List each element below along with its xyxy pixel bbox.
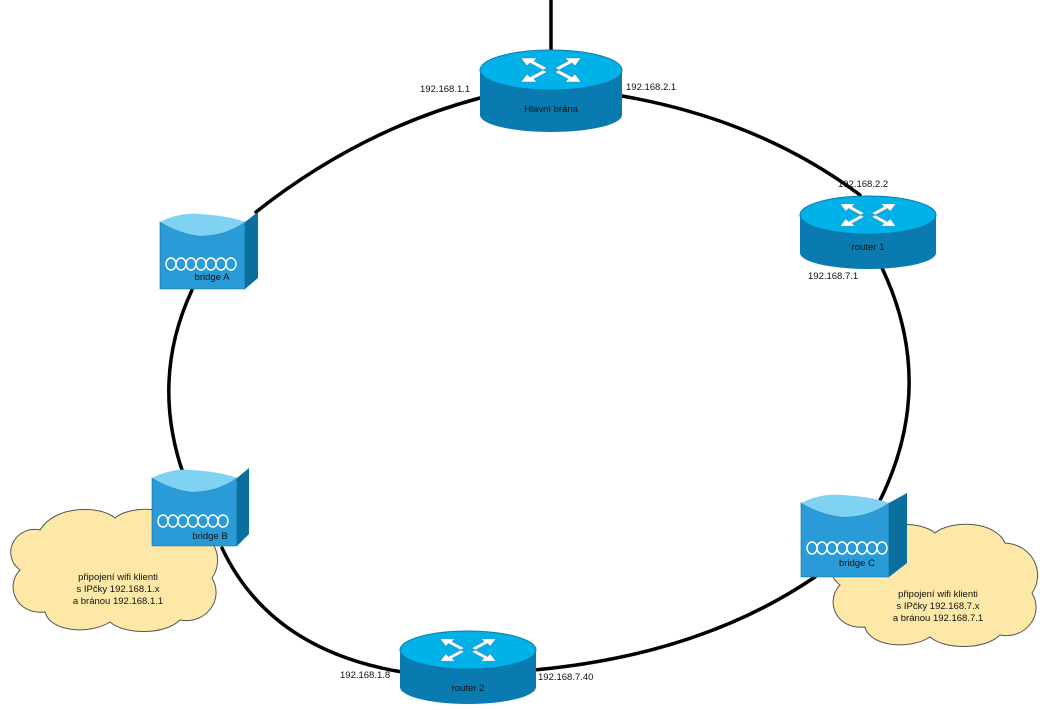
bridge-b[interactable]: bridge B	[151, 468, 249, 547]
ip-router2-right: 192.168.7.40	[538, 672, 593, 683]
link-bridgeb-bridgea	[167, 288, 194, 478]
link-gateway-router1	[620, 94, 862, 197]
wireless-bridge-icon	[151, 468, 249, 547]
gateway-router[interactable]: Hlavní brána	[479, 49, 623, 132]
ip-router2-left: 192.168.1.8	[340, 670, 390, 681]
gateway-label: Hlavní brána	[524, 104, 579, 115]
router-icon	[799, 195, 937, 269]
router-icon	[399, 630, 537, 704]
ring-links	[167, 94, 911, 674]
ip-gateway-right: 192.168.2.1	[626, 82, 676, 93]
cloud-right-line2: s IPčky 192.168.7.x	[897, 601, 980, 612]
router-icon	[479, 49, 623, 132]
bridge-c-label: bridge C	[839, 558, 875, 569]
wireless-bridge-icon	[800, 493, 907, 578]
cloud-left-line3: a bránou 192.168.1.1	[73, 596, 163, 607]
cloud-right-line3: a bránou 192.168.7.1	[893, 613, 983, 624]
ip-router1-top: 192.168.2.2	[838, 179, 888, 190]
router1-label: router 1	[852, 242, 885, 253]
cloud-right-line1: připojení wifi klienti	[898, 589, 978, 600]
router2-label: router 2	[452, 683, 485, 694]
link-router2-bridgeb	[220, 546, 404, 674]
cloud-left-line2: s IPčky 192.168.1.x	[77, 584, 160, 595]
ip-gateway-left: 192.168.1.1	[420, 84, 470, 95]
router2[interactable]: router 2	[399, 630, 537, 704]
bridge-a[interactable]: bridge A	[159, 212, 258, 290]
link-bridgec-router2	[532, 575, 817, 672]
cloud-left-line1: připojení wifi klienti	[78, 572, 158, 583]
bridge-c[interactable]: bridge C	[800, 493, 907, 578]
wireless-bridge-icon	[159, 212, 258, 290]
router1[interactable]: router 1	[799, 195, 937, 269]
link-bridgea-gateway	[254, 96, 482, 214]
link-router1-bridgec	[872, 266, 911, 514]
bridge-b-label: bridge B	[192, 531, 227, 542]
ip-router1-bottom: 192.168.7.1	[808, 271, 858, 282]
bridge-a-label: bridge A	[195, 272, 231, 283]
